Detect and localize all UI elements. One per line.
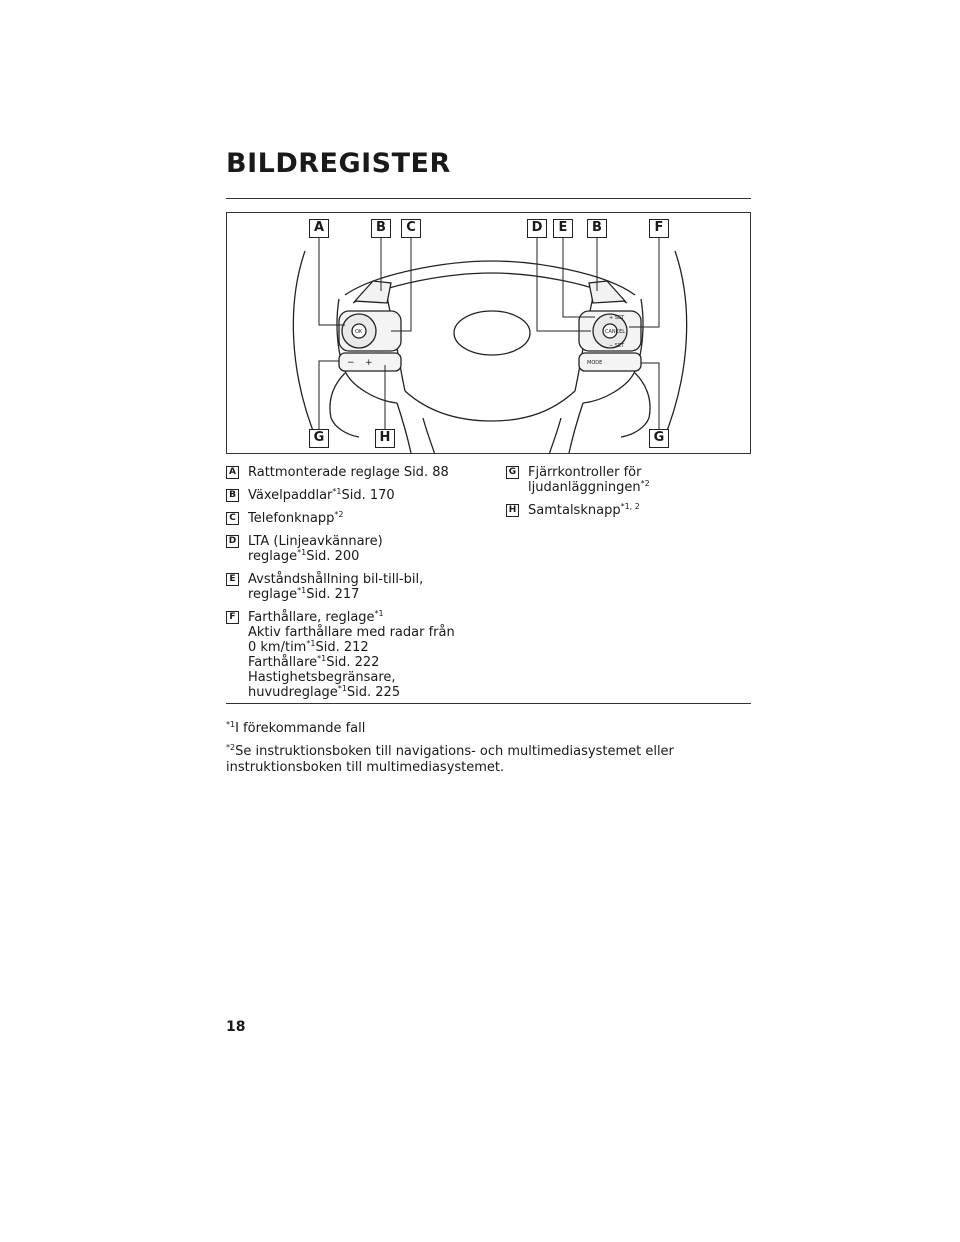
entry-text: Avståndshållning bil-till-bil, <box>248 572 424 587</box>
footnote-divider <box>226 703 751 704</box>
page-reference: Sid. 217 <box>306 587 360 602</box>
callout-b-right: B <box>587 219 607 238</box>
callout-c: C <box>401 219 421 238</box>
entry-label-h: H <box>506 504 519 517</box>
entry-label-a: A <box>226 466 239 479</box>
entry-text: Växelpaddlar <box>248 488 333 503</box>
mode-button-label: MODE <box>587 360 602 366</box>
callout-d: D <box>527 219 547 238</box>
index-entry-f: F Farthållare, reglage*1 Aktiv farthålla… <box>226 610 471 700</box>
entry-text: Fjärrkontroller för <box>528 465 642 480</box>
entry-text: Telefonknapp <box>248 511 335 526</box>
page-title: BILDREGISTER <box>226 148 451 179</box>
footnote-ref: *2 <box>640 479 650 488</box>
steering-wheel-illustration: OK CANCEL + SET − SET MODE − + <box>292 237 688 453</box>
volume-minus-label: − <box>347 358 355 368</box>
footnote-ref: *2 <box>334 510 344 519</box>
footnote-marker: *2 <box>226 743 236 752</box>
footnote-ref: *1 <box>306 639 316 648</box>
volume-plus-label: + <box>365 358 373 368</box>
page-reference: Sid. 225 <box>346 685 401 700</box>
entry-text: Farthållare, reglage <box>248 610 375 625</box>
footnote-marker: *1 <box>226 720 236 729</box>
index-entry-e: E Avståndshållning bil-till-bil, reglage… <box>226 572 471 602</box>
entry-text: reglage <box>248 549 298 564</box>
entry-text: 0 km/tim <box>248 640 307 655</box>
index-list-right: G Fjärrkontroller för ljudanläggningen*2… <box>506 465 751 526</box>
callout-a: A <box>309 219 329 238</box>
footnote-ref: *1 <box>297 548 307 557</box>
entry-label-b: B <box>226 489 239 502</box>
index-entry-d: D LTA (Linjeavkännare) reglage*1Sid. 200 <box>226 534 471 564</box>
footnote-ref: *1 <box>374 609 384 618</box>
callout-e: E <box>553 219 573 238</box>
steering-wheel-figure: OK CANCEL + SET − SET MODE − + A B C D E… <box>226 212 751 454</box>
index-entry-h: H Samtalsknapp*1, 2 <box>506 503 751 518</box>
footnote-ref: *1, 2 <box>620 502 640 511</box>
entry-label-e: E <box>226 573 239 586</box>
page-reference: Sid. 212 <box>315 640 369 655</box>
footnotes: *1I förekommande fall *2Se instruktionsb… <box>226 721 751 783</box>
index-entry-c: C Telefonknapp*2 <box>226 511 471 526</box>
entry-label-c: C <box>226 512 239 525</box>
entry-text: LTA (Linjeavkännare) <box>248 534 383 549</box>
set-minus-label: − SET <box>609 343 625 349</box>
page-reference: Sid. 222 <box>326 655 380 670</box>
footnote-2: *2Se instruktionsboken till navigations-… <box>226 744 751 776</box>
entry-text: Rattmonterade reglage Sid. 88 <box>248 465 449 480</box>
page-number: 18 <box>226 1019 246 1035</box>
entry-text: Samtalsknapp <box>528 503 621 518</box>
index-list-left: A Rattmonterade reglage Sid. 88 B Växelp… <box>226 465 471 708</box>
entry-label-g: G <box>506 466 519 479</box>
callout-b-left: B <box>371 219 391 238</box>
footnote-ref: *1 <box>317 654 327 663</box>
callout-g-left: G <box>309 429 329 448</box>
footnote-ref: *1 <box>332 487 342 496</box>
entry-text: huvudreglage <box>248 685 338 700</box>
set-plus-label: + SET <box>609 315 625 321</box>
index-entry-a: A Rattmonterade reglage Sid. 88 <box>226 465 471 480</box>
callout-f: F <box>649 219 669 238</box>
entry-text: ljudanläggningen <box>528 480 641 495</box>
page-reference: Sid. 200 <box>306 549 360 564</box>
page-reference: Sid. 170 <box>341 488 395 503</box>
callout-g-right: G <box>649 429 669 448</box>
ok-button-label: OK <box>355 329 363 335</box>
footnote-1: *1I förekommande fall <box>226 721 751 737</box>
footnote-ref: *1 <box>337 684 347 693</box>
entry-text: Hastighetsbegränsare, <box>248 670 396 685</box>
cancel-button-label: CANCEL <box>605 329 625 335</box>
entry-text: reglage <box>248 587 298 602</box>
index-entry-b: B Växelpaddlar*1Sid. 170 <box>226 488 471 503</box>
entry-text: Aktiv farthållare med radar från <box>248 625 455 640</box>
index-entry-g: G Fjärrkontroller för ljudanläggningen*2 <box>506 465 751 495</box>
callout-h: H <box>375 429 395 448</box>
entry-label-d: D <box>226 535 239 548</box>
entry-text: Farthållare <box>248 655 318 670</box>
entry-label-f: F <box>226 611 239 624</box>
title-divider <box>226 198 751 199</box>
footnote-text: Se instruktionsboken till navigations- o… <box>226 744 674 775</box>
footnote-text: I förekommande fall <box>235 721 366 736</box>
footnote-ref: *1 <box>297 586 307 595</box>
